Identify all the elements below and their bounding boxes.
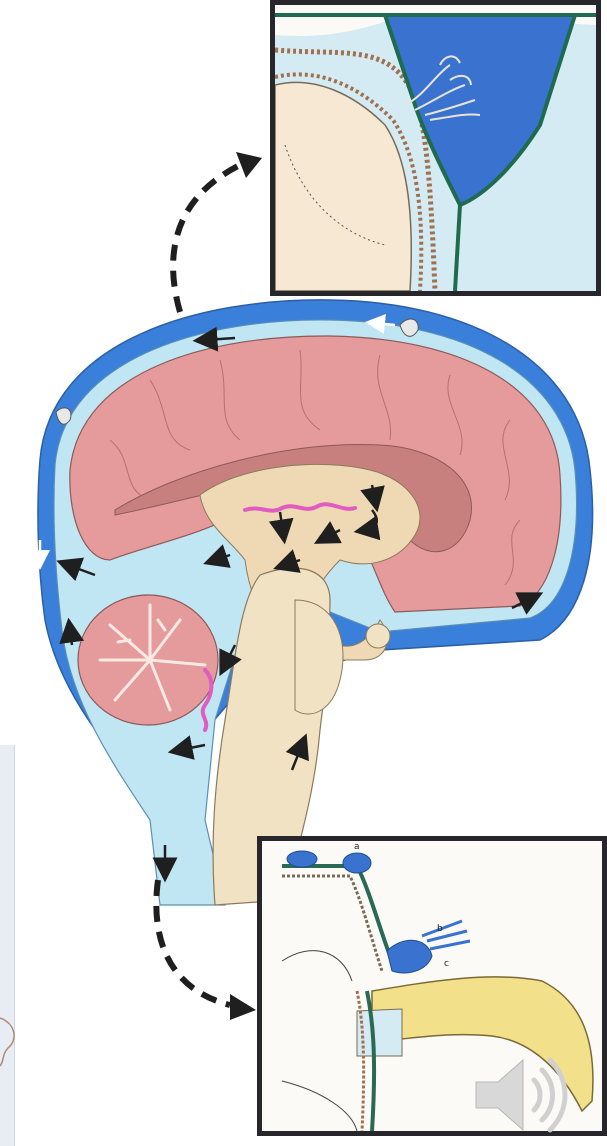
inset-top-drawing (275, 5, 596, 291)
inset-arachnoid-granulation (270, 0, 601, 296)
dashed-arrow-head-top (236, 152, 262, 178)
label-b: b (437, 924, 443, 934)
label-c: c (444, 959, 449, 969)
speaker-icon[interactable] (468, 1050, 568, 1140)
pituitary (366, 624, 390, 648)
dashed-arrow-to-top-inset (173, 165, 240, 312)
label-a: a (354, 842, 360, 852)
dashed-arrow-head-bottom (230, 994, 256, 1020)
